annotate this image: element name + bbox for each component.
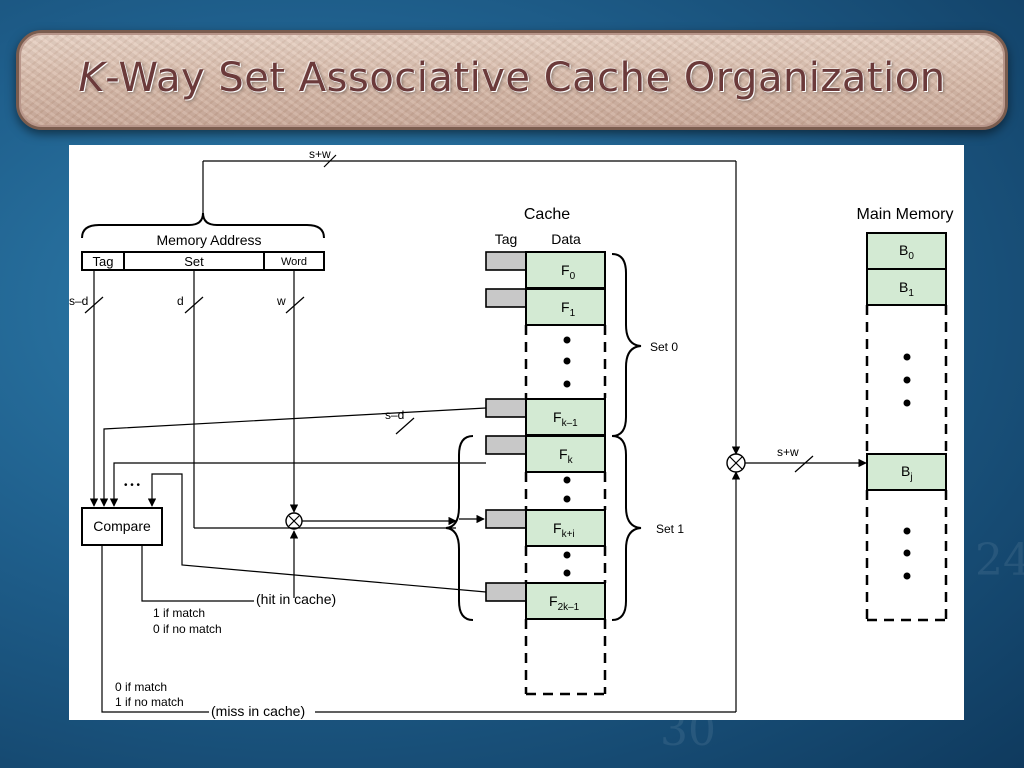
cache-line-fk-plus-i: Fk+i (485, 509, 606, 547)
cache-line-f2k-1: F2k–1 (485, 582, 606, 620)
d-label: d (177, 294, 184, 308)
ellipsis-dot (903, 353, 911, 361)
cache-line-tag (485, 509, 527, 529)
ellipsis-dot (903, 549, 911, 557)
cache-line-label: F2k–1 (549, 593, 580, 613)
title-banner: K-Way Set Associative Cache Organization (16, 30, 1008, 130)
set0-brace (611, 253, 642, 437)
compare-ellipsis: • • • (124, 480, 141, 491)
hit-match-label: 1 if match (153, 606, 205, 620)
cache-line-data (525, 582, 606, 620)
background-number-decoration: 24 (975, 535, 1024, 586)
cache-line-label: Fk+i (553, 520, 575, 540)
main-memory-title: Main Memory (857, 206, 954, 223)
memory-block (866, 453, 947, 491)
compare-label: Compare (93, 518, 151, 534)
memory-block-bj: Bj (866, 453, 947, 491)
set1-label: Set 1 (656, 522, 684, 536)
cache-line-fk: Fk (485, 435, 606, 473)
hit-no-match-label: 0 if no match (153, 622, 222, 636)
diagram-panel: Memory Address s+w Tag Set Word s–d d w … (69, 145, 964, 720)
ellipsis-dot (903, 376, 911, 384)
bus-slash (285, 296, 305, 314)
memory-block (866, 268, 947, 306)
hit-output-line (141, 545, 254, 602)
miss-output-line (101, 545, 209, 713)
ellipsis-dot (563, 551, 571, 559)
memory-address-label: Memory Address (156, 232, 261, 248)
cache-line-tag (485, 582, 527, 602)
set0-label: Set 0 (650, 340, 678, 354)
cache-diagram: Memory Address s+w Tag Set Word s–d d w … (69, 147, 954, 719)
ellipsis-dot (563, 569, 571, 577)
cache-tag-header: Tag (495, 231, 518, 247)
ellipsis-dot (903, 572, 911, 580)
tag-feedback-line-k-1 (99, 407, 487, 507)
cache-line-data (525, 288, 606, 326)
cache-line-data (525, 509, 606, 547)
cache-line-tag (485, 435, 527, 455)
s-minus-d-label-mid: s–d (385, 408, 404, 422)
ellipsis-dot (563, 495, 571, 503)
cache-line-tag (485, 251, 527, 271)
memory-block-b1: B1 (866, 268, 947, 306)
ellipsis-dot (563, 336, 571, 344)
memory-block-label: B1 (899, 279, 914, 299)
compare-box (81, 507, 163, 546)
ellipsis-dot (563, 476, 571, 484)
ellipsis-dot (903, 399, 911, 407)
selector-cross (729, 456, 743, 470)
tag-feedback-line-k (109, 462, 486, 507)
bus-slash (794, 455, 814, 473)
cache-line-label: F0 (561, 262, 576, 282)
selector-cross (288, 515, 300, 527)
memory-block-label: B0 (899, 242, 914, 262)
hit-in-cache-label: (hit in cache) (256, 591, 336, 607)
cache-line-tag (485, 288, 527, 308)
cache-line-label: Fk–1 (553, 409, 578, 429)
cache-line-data (525, 398, 606, 436)
cache-line-label: Fk (559, 446, 574, 466)
tag-feedback-line-2k-1 (147, 473, 487, 593)
ellipsis-dot (563, 380, 571, 388)
cache-line-fk-1: Fk–1 (485, 398, 606, 436)
address-set-label: Set (184, 254, 204, 269)
miss-no-match-label: 1 if no match (115, 695, 184, 709)
cache-data-header: Data (551, 231, 581, 247)
cache-line-f1: F1 (485, 288, 606, 326)
slide-title: K-Way Set Associative Cache Organization (19, 55, 1005, 101)
memory-block-b0: B0 (866, 232, 947, 270)
address-tag-label: Tag (93, 254, 114, 269)
cache-title: Cache (524, 206, 570, 223)
cache-line-label: F1 (561, 299, 576, 319)
cache-line-tag (485, 398, 527, 418)
w-label: w (276, 294, 286, 308)
cache-line-data (525, 435, 606, 473)
miss-in-cache-label: (miss in cache) (211, 703, 305, 719)
address-word-label: Word (281, 256, 307, 268)
slide-title-k: K (78, 55, 106, 101)
ellipsis-dot (563, 357, 571, 365)
bus-slash (395, 417, 415, 435)
slide-title-text: -Way Set Associative Cache Organization (105, 55, 946, 101)
memory-block-label: Bj (901, 463, 913, 483)
s-plus-w-label-right: s+w (777, 445, 799, 459)
ellipsis-dot (903, 527, 911, 535)
s-plus-w-label-top: s+w (309, 147, 331, 161)
miss-match-label: 0 if match (115, 680, 167, 694)
bus-slash (323, 154, 337, 168)
s-minus-d-label: s–d (69, 294, 88, 308)
set1-brace (611, 435, 642, 621)
set1-selection-brace (445, 435, 474, 621)
cache-line-f0: F0 (485, 251, 606, 289)
